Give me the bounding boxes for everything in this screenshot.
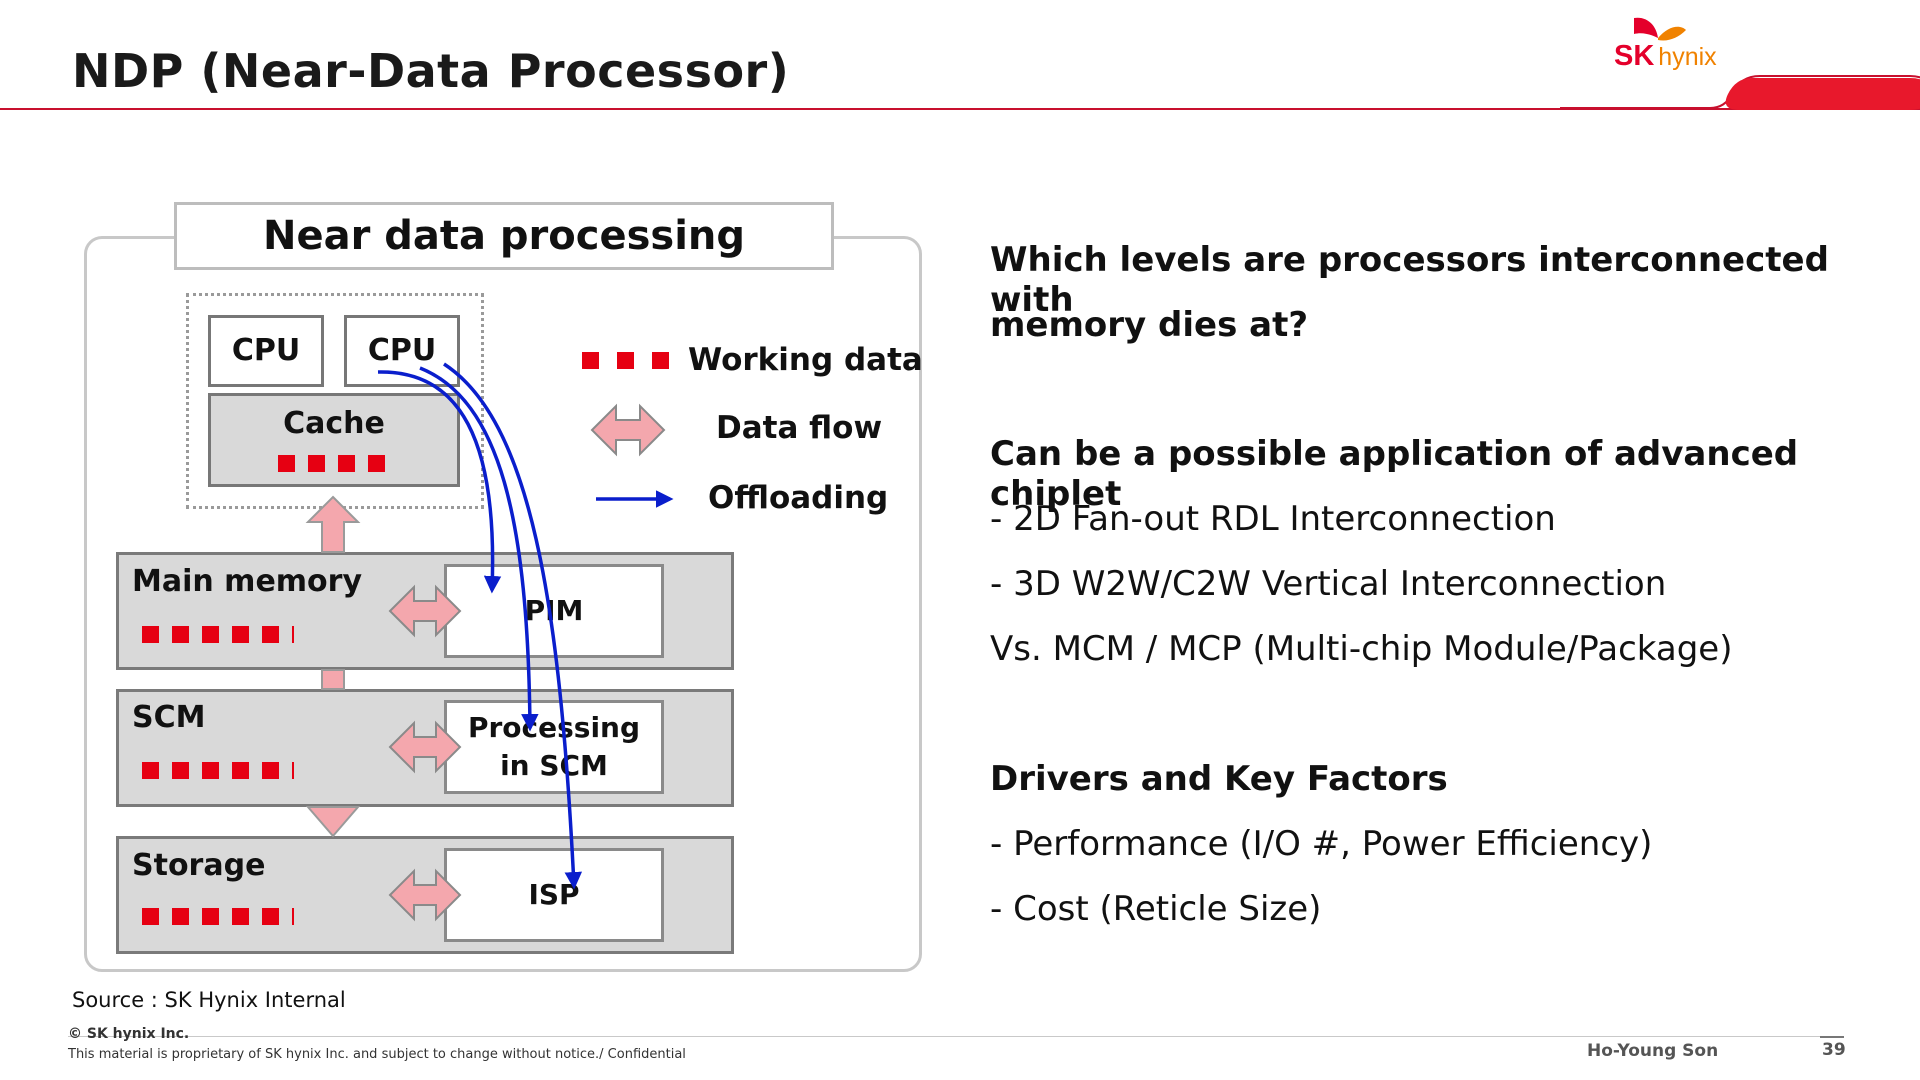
copyright: © SK hynix Inc. — [68, 1026, 190, 1042]
header-rule — [0, 108, 1920, 110]
working-data-tick — [292, 626, 294, 643]
legend-data-flow: Data flow — [716, 410, 883, 446]
working-data-square — [142, 626, 159, 643]
footer-rule — [68, 1036, 1844, 1037]
working-data-square — [232, 762, 249, 779]
logo-graphic — [1560, 17, 1920, 110]
author: Ho-Young Son — [1587, 1041, 1719, 1061]
scm-working-data — [142, 762, 294, 779]
cpu-box-2: CPU — [344, 315, 460, 387]
working-data-square — [172, 908, 189, 925]
vertical-flow-arrow — [305, 495, 361, 838]
working-data-square — [278, 455, 295, 472]
confidential-note: This material is proprietary of SK hynix… — [68, 1047, 686, 1062]
page-number: 39 — [1822, 1040, 1846, 1060]
proc-scm: Processing in SCM — [444, 700, 664, 794]
cpu-box-1: CPU — [208, 315, 324, 387]
source-note: Source : SK Hynix Internal — [72, 988, 346, 1012]
tier-label-main-memory: Main memory — [132, 564, 363, 599]
working-data-square — [142, 908, 159, 925]
page-number-bar — [1820, 1036, 1844, 1038]
working-data-square — [262, 908, 279, 925]
legend-working-data-symbol — [582, 352, 669, 369]
working-data-square — [617, 352, 634, 369]
storage-working-data — [142, 908, 294, 925]
cache-label: Cache — [283, 406, 385, 441]
chiplet-vs: Vs. MCM / MCP (Multi-chip Module/Package… — [990, 629, 1733, 669]
legend-offloading: Offloading — [708, 480, 889, 516]
proc-pim: PIM — [444, 564, 664, 658]
working-data-square — [202, 762, 219, 779]
working-data-square — [142, 762, 159, 779]
diagram-title: Near data processing — [174, 202, 834, 270]
chiplet-heading: Can be a possible application of advance… — [990, 434, 1799, 514]
page-title: NDP (Near-Data Processor) — [72, 44, 790, 98]
legend-working-data: Working data — [688, 342, 923, 378]
tier-label-storage: Storage — [132, 848, 266, 883]
drivers-item-2: - Cost (Reticle Size) — [990, 889, 1322, 929]
working-data-square — [232, 908, 249, 925]
drivers-item-1: - Performance (I/O #, Power Efficiency) — [990, 824, 1653, 864]
question-line-2: memory dies at? — [990, 305, 1309, 345]
working-data-square — [308, 455, 325, 472]
offloading-arrows — [377, 362, 583, 890]
question-line-1: Which levels are processors interconnect… — [990, 240, 1829, 320]
working-data-tick — [292, 762, 294, 779]
logo-sk: SK — [1614, 40, 1655, 72]
working-data-square — [262, 626, 279, 643]
working-data-square — [202, 626, 219, 643]
data-flow-arrows — [388, 403, 666, 922]
working-data-square — [262, 762, 279, 779]
working-data-square — [652, 352, 669, 369]
cache-working-data — [278, 455, 385, 472]
working-data-square — [172, 762, 189, 779]
main-memory-working-data — [142, 626, 294, 643]
cache-box: Cache — [208, 393, 460, 487]
chiplet-item-2: - 3D W2W/C2W Vertical Interconnection — [990, 564, 1667, 604]
drivers-heading: Drivers and Key Factors — [990, 759, 1448, 799]
working-data-square — [368, 455, 385, 472]
working-data-tick — [292, 908, 294, 925]
chiplet-item-1: - 2D Fan-out RDL Interconnection — [990, 499, 1556, 539]
tier-label-scm: SCM — [132, 700, 206, 735]
working-data-square — [202, 908, 219, 925]
working-data-square — [338, 455, 355, 472]
working-data-square — [172, 626, 189, 643]
proc-isp: ISP — [444, 848, 664, 942]
logo-hynix: hynix — [1658, 43, 1717, 71]
working-data-square — [232, 626, 249, 643]
working-data-square — [582, 352, 599, 369]
